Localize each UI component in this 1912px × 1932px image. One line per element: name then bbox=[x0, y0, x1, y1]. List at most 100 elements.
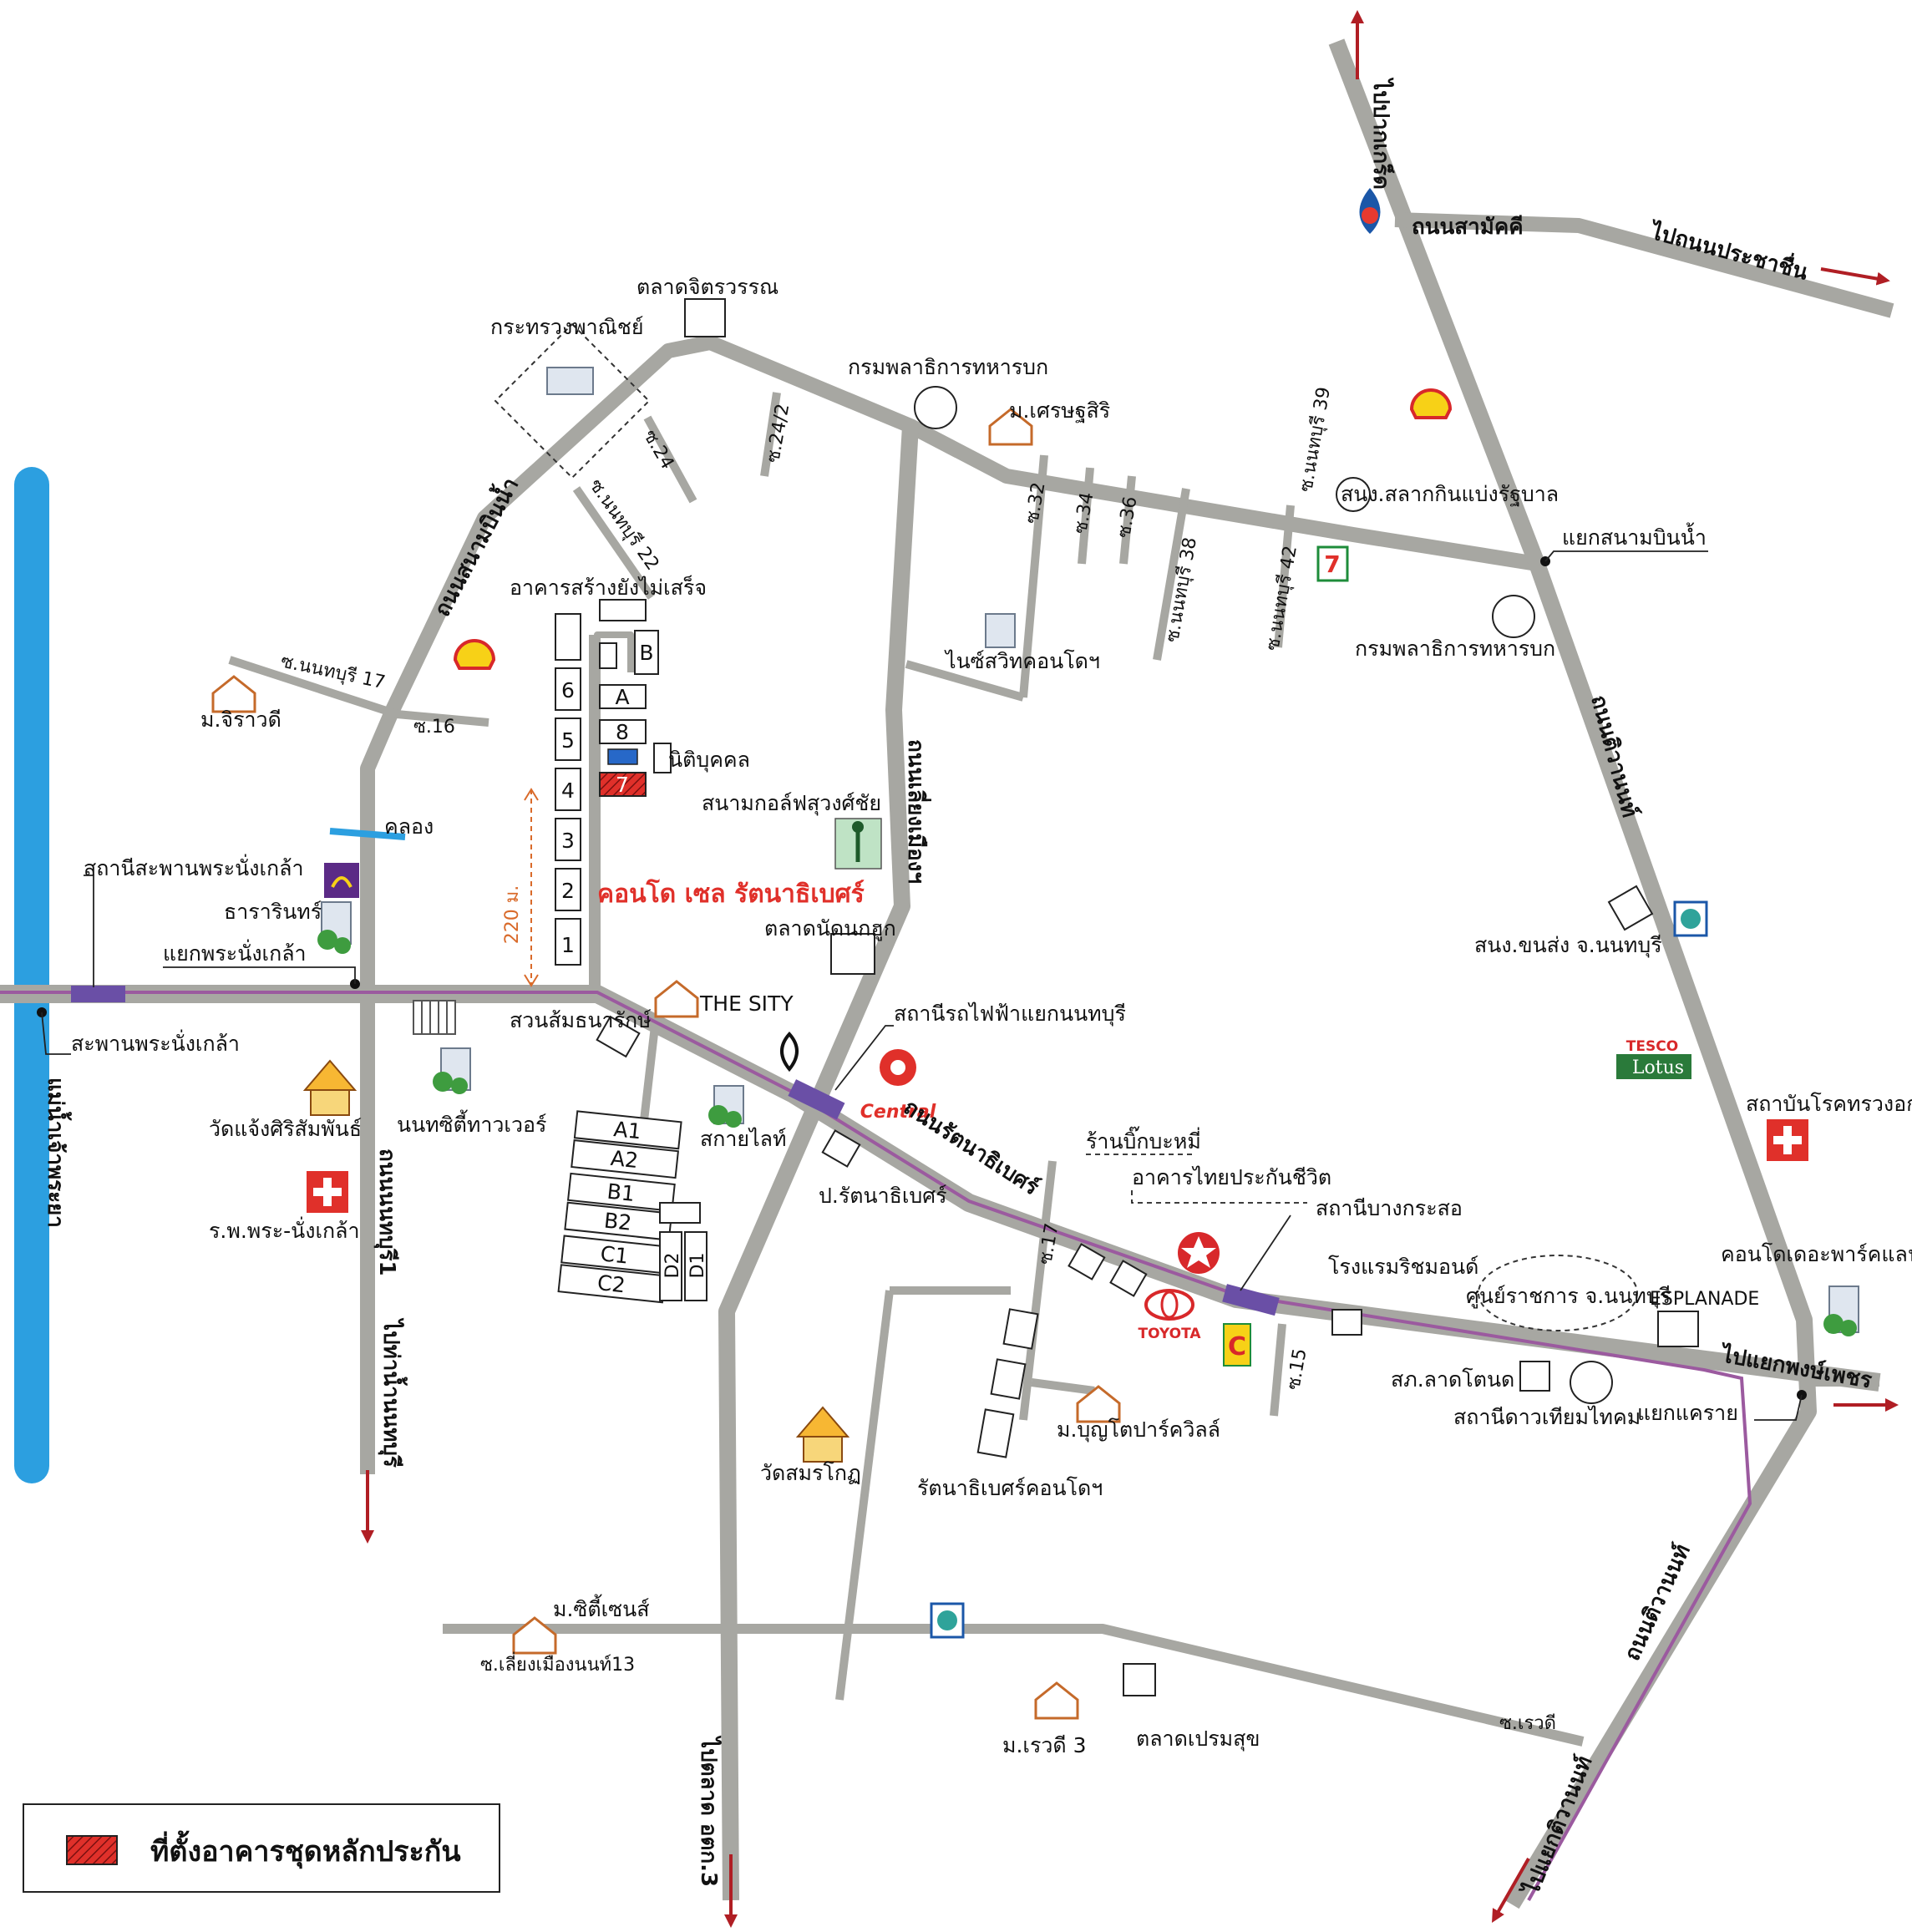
road-liang-muang bbox=[718, 425, 919, 1901]
seven-eleven-icon: 7 bbox=[1316, 545, 1349, 582]
bank-logo-icon bbox=[930, 900, 1708, 1639]
dir-talat: ไปตลาด อตก.3 bbox=[696, 1735, 723, 1887]
block-6: 6 bbox=[561, 678, 575, 702]
label-bunyo: ม.บุญโตปาร์ควิลล์ bbox=[1057, 1417, 1220, 1443]
label-setthasiri: ม.เศรษฐสิริ bbox=[1009, 398, 1110, 423]
station-nonthaburi-junction bbox=[788, 1079, 845, 1120]
toyota-logo-icon: TOYOTA bbox=[1138, 1289, 1201, 1342]
left-block-column: 6 5 4 3 2 1 bbox=[555, 613, 581, 966]
dir-pakkret: ไปปากเกร็ด bbox=[1368, 77, 1395, 190]
label-hospital-phra: ร.พ.พระ-นั่งเกล้า bbox=[209, 1216, 360, 1243]
label-unfinished: อาคารสร้างยังไม่เสร็จ bbox=[510, 575, 707, 600]
complex-a2: A2 bbox=[610, 1146, 640, 1173]
label-rewadi3: ม.เรวดี 3 bbox=[1002, 1733, 1087, 1757]
block-7: 7 bbox=[616, 773, 629, 797]
label-klong: คลอง bbox=[384, 814, 434, 839]
distance-label: 220 ม. bbox=[502, 885, 523, 944]
label-wat-samrong: วัดสมรโกฏ bbox=[760, 1461, 861, 1485]
rail-logo-icon bbox=[780, 1032, 799, 1072]
complex-blocks: A1 A2 B1 B2 C1 C2 D2 D1 bbox=[557, 1110, 708, 1304]
block-5: 5 bbox=[561, 728, 575, 753]
complex-c1: C1 bbox=[599, 1241, 629, 1268]
road-samakkhi bbox=[1394, 212, 1894, 318]
road-tiwanon bbox=[1328, 38, 1817, 1909]
label-the-park: คอนโดเดอะพาร์คแลน bbox=[1721, 1242, 1912, 1266]
road-label-tiwanon: ถนนติวานนท์ bbox=[1585, 692, 1643, 820]
soi-24-2: ซ.24/2 bbox=[763, 402, 794, 464]
label-nice-swiss: ไนซ์สวิทคอนโดฯ bbox=[944, 649, 1100, 673]
block-8: 8 bbox=[616, 720, 629, 744]
label-post-office: ป.รัตนาธิเบศร์ bbox=[819, 1184, 947, 1208]
label-commerce: กระทรวงพาณิชย์ bbox=[490, 315, 643, 339]
complex-a1: A1 bbox=[612, 1117, 642, 1143]
block-1: 1 bbox=[561, 933, 575, 957]
label-suan-som: สวนส้มธนารักษ์ bbox=[510, 1008, 652, 1032]
label-rattana-condo: รัตนาธิเบศร์คอนโดฯ bbox=[917, 1476, 1103, 1500]
central-logo-icon: Central bbox=[860, 1049, 936, 1123]
label-talat-prem: ตลาดเปรมสุข bbox=[1136, 1727, 1260, 1752]
central-label: Central bbox=[860, 1102, 936, 1123]
label-bigbamee: ร้านบิ๊กบะหมี่ bbox=[1086, 1126, 1201, 1154]
leader-lines bbox=[41, 550, 1803, 1421]
label-army-2: กรมพลาธิการทหารบก bbox=[1355, 636, 1555, 661]
road-label-river: แม่น้ำเจ้าพระยา bbox=[43, 1078, 73, 1228]
complex-b2: B2 bbox=[603, 1208, 633, 1235]
scb-logo-icon bbox=[324, 863, 359, 898]
golf-icon bbox=[834, 818, 882, 870]
complex-c2: C2 bbox=[596, 1270, 626, 1297]
label-sky-light: สกายไลท์ bbox=[700, 1127, 786, 1151]
label-army-1: กรมพลาธิการทหารบก bbox=[848, 355, 1048, 379]
direction-arrows bbox=[361, 10, 1899, 1928]
label-pnk-station: สถานีสะพานพระนั่งเกล้า bbox=[84, 854, 304, 880]
juristic-blue-box bbox=[607, 748, 638, 765]
lotus-label: Lotus bbox=[1632, 1057, 1684, 1078]
block-b: B bbox=[639, 641, 653, 665]
right-block-column: B A 8 7 bbox=[599, 599, 672, 797]
legend-label: ที่ตั้งอาคารชุดหลักประกัน bbox=[150, 1830, 461, 1869]
complex-d1: D1 bbox=[687, 1253, 708, 1279]
dir-tiwanon: ไปแยกติวานนท์ bbox=[1517, 1752, 1598, 1900]
road-label-samakkhi: ถนนสามัคคี bbox=[1412, 215, 1524, 240]
label-city-sense: ม.ซิตี้เซนส์ bbox=[553, 1594, 650, 1621]
temple-icon bbox=[302, 1059, 850, 1463]
label-juristic: นิติบุคคล bbox=[668, 748, 750, 773]
soi-non42: ซ.นนทบุรี 42 bbox=[1262, 544, 1301, 652]
label-lottery: สนง.สลากกินแบ่งรัฐบาล bbox=[1341, 482, 1559, 506]
project-name: คอนโด เซล รัตนาธิเบศร์ bbox=[597, 878, 865, 909]
block-4: 4 bbox=[561, 778, 575, 803]
label-khae-rai: แยกแคราย bbox=[1637, 1401, 1738, 1425]
dir-tha-nam: ไปท่าน้ำนนทบุรี bbox=[378, 1317, 408, 1468]
label-pnk-junction: แยกพระนั่งเกล้า bbox=[163, 939, 307, 966]
soi-rewadi: ซ.เรวดี bbox=[1499, 1713, 1556, 1734]
label-wat-chaeng: วัดแจ้งศิริสัมพันธ์ bbox=[209, 1117, 362, 1141]
label-esplanade: ESPLANADE bbox=[1650, 1289, 1759, 1310]
label-thai-insurance: อาคารไทยประกันชีวิต bbox=[1132, 1165, 1331, 1189]
toyota-label: TOYOTA bbox=[1138, 1326, 1201, 1342]
legend: ที่ตั้งอาคารชุดหลักประกัน bbox=[23, 1803, 500, 1893]
tesco-lotus-icon: TESCO Lotus bbox=[1616, 1038, 1691, 1079]
soi-32: ซ.32 bbox=[1022, 481, 1049, 526]
ptt-logo-icon bbox=[1359, 188, 1381, 234]
soi-non39: ซ.นนทบุรี 39 bbox=[1296, 385, 1335, 494]
soi-liang13: ซ.เลี่ยงเมืองนนท์13 bbox=[480, 1651, 635, 1676]
klong bbox=[329, 828, 406, 840]
svg-text:7: 7 bbox=[1324, 550, 1340, 578]
landmark-shapes bbox=[413, 298, 1699, 1696]
label-chest-hospital: สถาบันโรคทรวงอก bbox=[1746, 1092, 1912, 1116]
label-the-sity: THE SITY bbox=[699, 991, 794, 1016]
station-bang-krasor bbox=[1222, 1284, 1280, 1316]
purple-line-rail bbox=[0, 986, 1752, 1901]
svg-text:C: C bbox=[1228, 1332, 1246, 1362]
caltex-logo-icon bbox=[1178, 1232, 1220, 1274]
project-site: 6 5 4 3 2 1 B A 8 7 bbox=[502, 599, 865, 990]
road-label-nonthaburi-1: ถนนนนทบุรี1 bbox=[373, 1149, 399, 1276]
block-2: 2 bbox=[561, 879, 575, 903]
label-gov-center: ศูนย์ราชการ จ.นนทบุรี bbox=[1466, 1284, 1671, 1309]
block-7-collateral bbox=[599, 772, 647, 797]
label-police: สภ.ลาดโตนด bbox=[1391, 1367, 1514, 1392]
road-sanam-bin-nam bbox=[360, 335, 1539, 1474]
soi-16: ซ.16 bbox=[413, 717, 455, 738]
tesco-label: TESCO bbox=[1626, 1038, 1678, 1055]
soi-15: ซ.15 bbox=[1283, 1347, 1311, 1392]
